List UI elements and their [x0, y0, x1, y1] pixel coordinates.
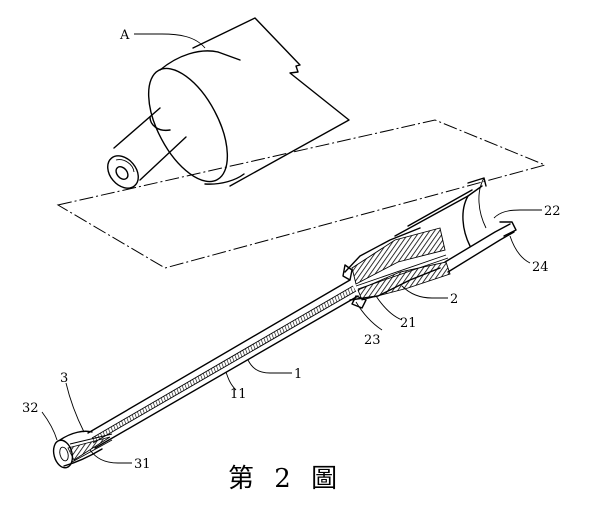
label-1: 1: [294, 367, 302, 382]
leader-31: [89, 449, 132, 464]
label-a: A: [119, 28, 130, 43]
hub-a: [107, 17, 350, 189]
figure-caption: 第 2 圖: [228, 464, 343, 494]
leader-21: [375, 295, 403, 321]
leader-1: [247, 359, 292, 374]
label-2: 2: [450, 292, 458, 307]
leader-23: [355, 301, 383, 331]
label-24: 24: [532, 260, 549, 275]
label-23: 23: [364, 333, 381, 348]
label-3: 3: [60, 371, 68, 386]
leader-a: [134, 33, 206, 49]
tube-assembly: [52, 177, 517, 469]
leader-11: [225, 371, 237, 391]
label-22: 22: [544, 204, 561, 219]
label-11: 11: [230, 387, 247, 402]
label-32: 32: [22, 401, 39, 416]
leader-2: [401, 285, 448, 299]
label-31: 31: [134, 457, 151, 472]
leader-24: [509, 235, 531, 264]
label-21: 21: [400, 316, 417, 331]
leader-32: [41, 411, 58, 441]
leader-3: [65, 382, 85, 433]
leader-22: [493, 209, 542, 219]
